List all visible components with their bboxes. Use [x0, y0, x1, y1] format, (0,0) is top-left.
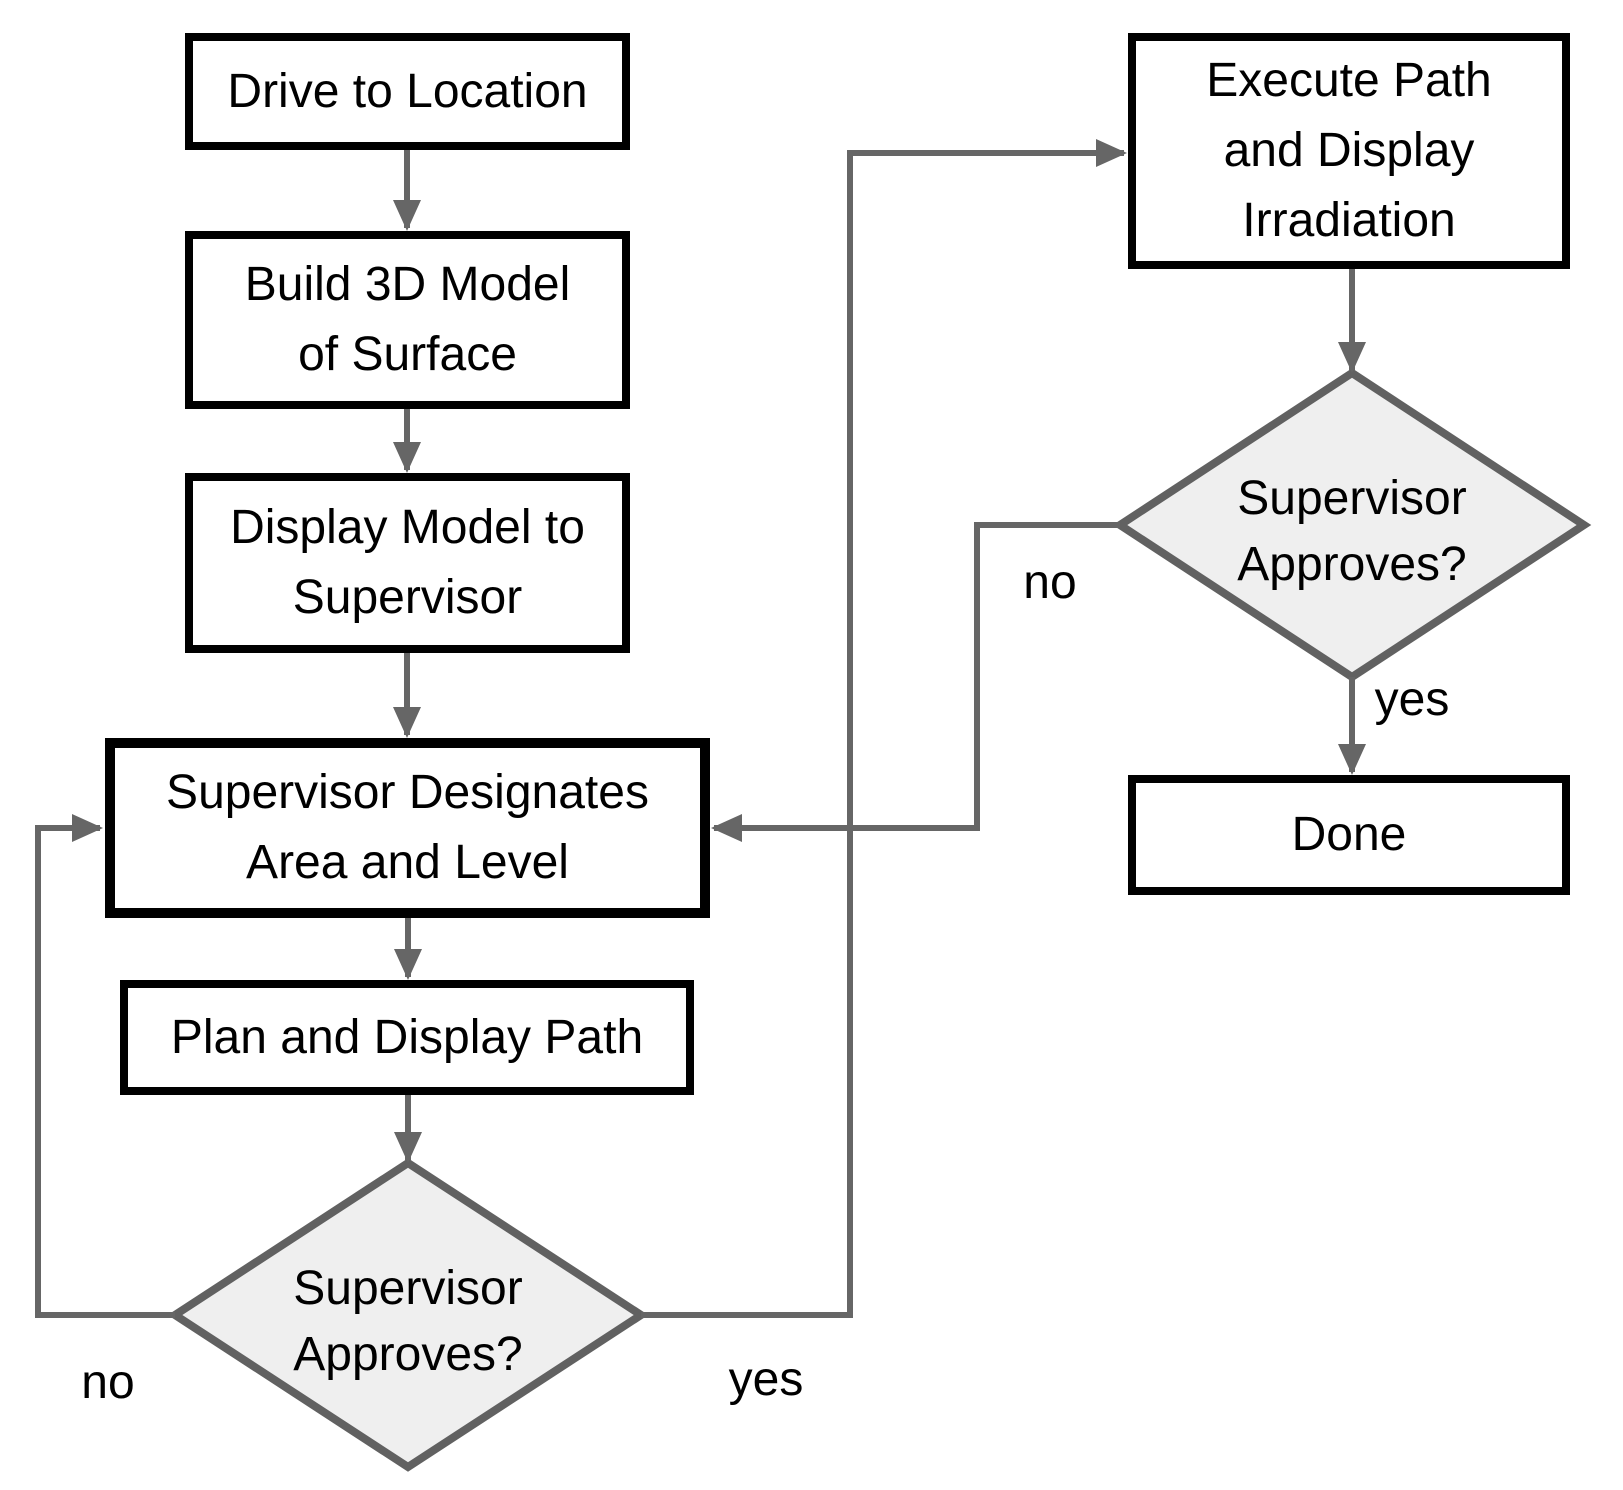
node-supervisor-designates-label: Supervisor Designates Area and Level	[166, 766, 649, 889]
node-done: Done	[1128, 775, 1570, 895]
left-decision-yes-label: yes	[728, 1353, 804, 1406]
right-decision-yes-label: yes	[1374, 673, 1450, 726]
node-build-3d-model-label: Build 3D Model of Surface	[244, 258, 571, 381]
node-drive-to-location-label: Drive to Location	[227, 64, 588, 118]
node-execute-path: Execute Path and Display Irradiation	[1128, 33, 1570, 269]
node-plan-display-path-label: Plan and Display Path	[170, 1010, 644, 1064]
node-build-3d-model: Build 3D Model of Surface	[185, 231, 630, 409]
right-decision-label: Supervisor Approves?	[1237, 472, 1467, 591]
node-drive-to-location: Drive to Location	[185, 33, 630, 150]
node-supervisor-designates: Supervisor Designates Area and Level	[105, 738, 710, 918]
node-display-model: Display Model to Supervisor	[185, 473, 630, 653]
left-decision-no-label: no	[81, 1356, 135, 1409]
node-plan-display-path: Plan and Display Path	[120, 980, 694, 1095]
edge-left-decision-no-loop	[35, 814, 175, 1318]
left-decision-diamond	[167, 1158, 649, 1472]
edge-left-decision-yes-to-execute	[641, 139, 1127, 1318]
right-decision-no-label: no	[1023, 556, 1077, 609]
left-decision-label: Supervisor Approves?	[293, 1262, 523, 1381]
node-display-model-label: Display Model to Supervisor	[230, 501, 585, 624]
node-execute-path-label: Execute Path and Display Irradiation	[1206, 54, 1492, 247]
node-done-label: Done	[1291, 808, 1407, 861]
edge-right-decision-no-loop	[711, 522, 1120, 842]
